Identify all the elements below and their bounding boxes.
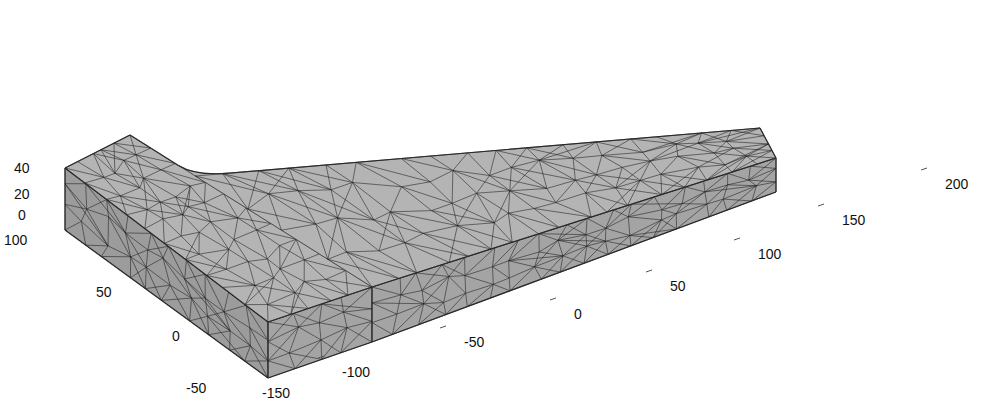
solid-edge: [64, 168, 65, 230]
axis-tick-label: 150: [842, 212, 865, 228]
solid-edge: [775, 158, 776, 192]
axis-tick-label: 0: [574, 306, 582, 322]
solid-edge: [371, 287, 372, 342]
mesh-lines: [195, 128, 776, 287]
axis-tick-label: 100: [4, 232, 27, 248]
axis-tick-label: -100: [342, 364, 370, 380]
solid-edge: [268, 287, 372, 322]
solid-edge: [372, 192, 776, 342]
axis-tick-label: -150: [262, 385, 290, 401]
axis-tick-label: 40: [14, 160, 30, 176]
axis-tick-label: 50: [96, 284, 112, 300]
axis-tick-label: 50: [670, 278, 686, 294]
solid-edge: [65, 230, 268, 378]
axis-tick-label: 100: [758, 246, 781, 262]
tick-mark: [440, 326, 446, 328]
axis-tick-label: 0: [18, 207, 26, 223]
axis-tick-label: 0: [172, 328, 180, 344]
axis-ticks: [318, 168, 927, 358]
solid-edge: [267, 322, 268, 378]
solid-edge: [372, 158, 776, 287]
solid-edge: [229, 128, 760, 173]
axis-tick-label: -50: [464, 334, 484, 350]
solid-edge: [130, 135, 178, 165]
mesh-solid: [65, 128, 776, 378]
tick-mark: [646, 270, 652, 272]
solid-edge: [760, 128, 776, 158]
tick-mark: [318, 356, 324, 358]
tick-mark: [921, 168, 927, 170]
axis-tick-label: 20: [14, 186, 30, 202]
solid-edge: [65, 168, 268, 322]
solid-edge: [65, 135, 130, 168]
tick-mark: [734, 238, 740, 240]
axis-tick-label: 200: [945, 176, 968, 192]
tick-mark: [550, 298, 556, 300]
tick-mark: [818, 204, 824, 206]
fillet-edge: [178, 165, 229, 173]
arm-top-face: [195, 128, 776, 287]
axis-tick-label: -50: [186, 380, 206, 396]
